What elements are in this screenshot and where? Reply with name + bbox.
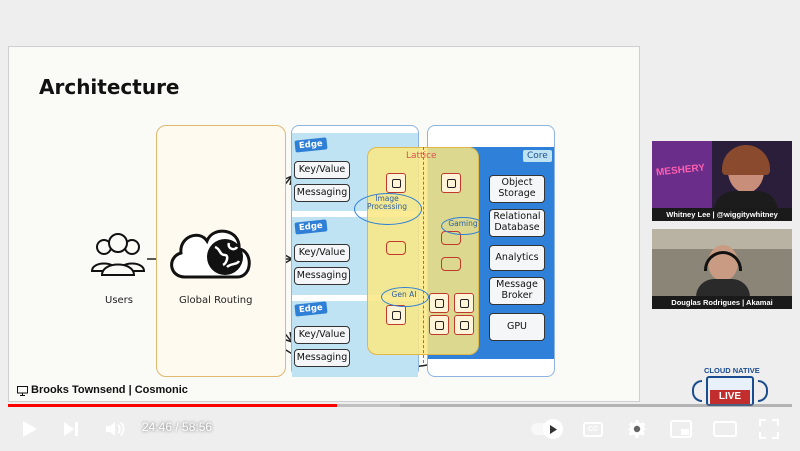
annotation-ellipse: [441, 217, 485, 235]
presenter-name: Brooks Townsend | Cosmonic: [31, 384, 188, 396]
edge-messaging: Messaging: [294, 267, 350, 285]
gear-icon: [627, 420, 647, 438]
live-badge-top-text: CLOUD NATIVE: [704, 366, 760, 375]
lattice-label: Lattice: [406, 151, 437, 161]
person-hair: [722, 145, 770, 175]
global-routing-label: Global Routing: [179, 295, 253, 306]
webcam-whitney: MESHERY Whitney Lee | @wiggitywhitney: [652, 141, 792, 221]
autoplay-track: [531, 419, 563, 439]
fullscreen-icon: [759, 419, 779, 439]
users-icon: [90, 233, 146, 276]
chip-icon: [429, 315, 449, 335]
edge-key-value: Key/Value: [294, 326, 350, 344]
chip-icon: [454, 315, 474, 335]
core-label: Core: [522, 149, 553, 163]
next-button[interactable]: [58, 416, 84, 442]
monitor-icon: [17, 386, 28, 396]
users-label: Users: [105, 295, 134, 306]
core-message-broker: Message Broker: [489, 277, 545, 305]
person-body: [696, 279, 750, 297]
progress-played: [8, 404, 338, 407]
captions-button[interactable]: CC: [580, 416, 606, 442]
miniplayer-button[interactable]: [668, 416, 694, 442]
cloud-globe-icon: [170, 229, 251, 279]
edge-messaging: Messaging: [294, 349, 350, 367]
presenter-bar: Brooks Townsend | Cosmonic: [9, 381, 639, 401]
live-badge: CLOUD NATIVE LIVE: [688, 366, 788, 406]
webcam-caption: Douglas Rodrigues | Akamai: [652, 296, 792, 309]
core-object-storage: Object Storage: [489, 175, 545, 203]
theater-mode-button[interactable]: [712, 416, 738, 442]
edge-messaging: Messaging: [294, 184, 350, 202]
annotation-image-processing: Image Processing: [366, 194, 408, 212]
autoplay-toggle[interactable]: [528, 416, 564, 442]
webcam-backdrop: [652, 229, 792, 249]
core-gpu: GPU: [489, 313, 545, 341]
duration: 58:56: [182, 420, 213, 434]
play-icon: [23, 421, 37, 437]
skip-next-icon: [64, 422, 78, 436]
current-time: 24:46: [142, 420, 173, 434]
autoplay-knob: [543, 419, 563, 439]
webcam-douglas: Douglas Rodrigues | Akamai: [652, 229, 792, 309]
time-separator: /: [172, 420, 183, 434]
gamepad-icon: [386, 241, 406, 255]
fullscreen-button[interactable]: [756, 416, 782, 442]
broadcast-wave-right: [758, 380, 768, 402]
image-component-icon: [441, 173, 461, 193]
volume-button[interactable]: [102, 416, 128, 442]
play-icon: [550, 424, 557, 434]
chip-icon: [429, 293, 449, 313]
slide-title: Architecture: [39, 75, 180, 99]
core-relational-database: Relational Database: [489, 209, 545, 237]
edge-key-value: Key/Value: [294, 244, 350, 262]
chip-icon: [386, 305, 406, 325]
annotation-ellipse: [354, 193, 422, 225]
miniplayer-icon: [670, 420, 692, 438]
lattice-divider: [423, 147, 424, 363]
gamepad-icon: [441, 257, 461, 271]
theater-icon: [713, 421, 737, 437]
annotation-ellipse: [381, 287, 429, 307]
core-analytics: Analytics: [489, 245, 545, 271]
chip-icon: [454, 293, 474, 313]
annotation-gaming: Gaming: [448, 219, 478, 228]
settings-button[interactable]: [624, 416, 650, 442]
progress-bar[interactable]: [8, 404, 792, 407]
presentation-slide: Architecture Users Global Routing: [8, 46, 640, 402]
annotation-gen-ai: Gen AI: [391, 290, 417, 299]
image-component-icon: [386, 173, 406, 193]
live-label: LIVE: [710, 390, 750, 404]
webcam-caption: Whitney Lee | @wiggitywhitney: [652, 208, 792, 221]
edge-key-value: Key/Value: [294, 161, 350, 179]
volume-icon: [106, 421, 125, 437]
person-body: [714, 191, 778, 211]
broadcast-wave-left: [692, 380, 702, 402]
time-display: 24:46 / 58:56: [142, 420, 212, 434]
webcam-backdrop: [652, 141, 712, 209]
play-button[interactable]: [16, 416, 42, 442]
captions-icon: CC: [583, 421, 603, 437]
